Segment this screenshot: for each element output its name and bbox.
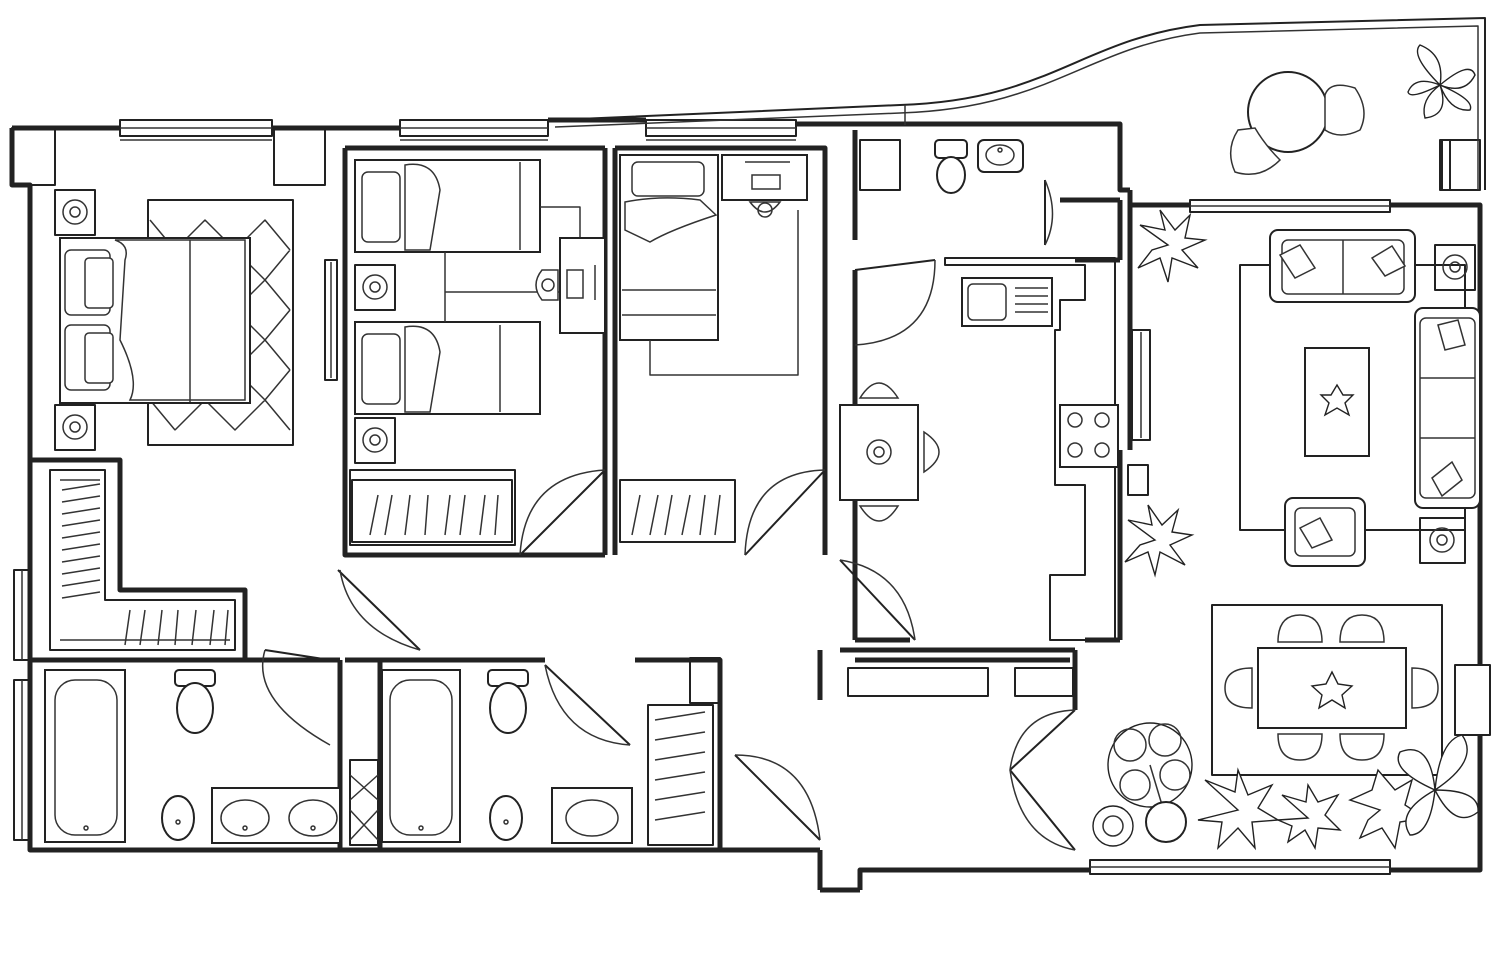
sink-icon xyxy=(977,139,1024,173)
bidet-icon xyxy=(489,795,523,841)
door-swing-icon xyxy=(337,569,421,651)
plant-icon xyxy=(1197,767,1281,851)
walk-in-closet xyxy=(49,469,236,651)
wc xyxy=(859,139,1024,194)
bidet-icon xyxy=(161,795,195,841)
bed-icon xyxy=(59,237,251,404)
dining-area xyxy=(1211,604,1443,776)
wardrobe-icon xyxy=(49,469,236,651)
chair-icon xyxy=(1339,733,1385,761)
bathtub-icon xyxy=(381,669,461,843)
window-icon xyxy=(13,679,31,841)
door-swing-icon xyxy=(734,754,821,841)
desk-icon xyxy=(559,237,606,334)
hall-closet xyxy=(647,657,721,846)
chair-icon xyxy=(858,505,900,522)
door-swing-icon xyxy=(519,469,606,556)
chair-icon xyxy=(1277,733,1323,761)
dining-table-icon xyxy=(1257,647,1407,729)
chair-icon xyxy=(1339,614,1385,643)
plant-icon xyxy=(1137,209,1208,283)
door-swing-icon xyxy=(544,664,631,746)
window-icon xyxy=(1189,199,1391,213)
living-room xyxy=(1124,209,1481,578)
chair-icon xyxy=(923,430,940,474)
linen-closet xyxy=(349,759,379,846)
chair-icon xyxy=(1229,127,1282,175)
door-swing-icon xyxy=(854,259,936,346)
sink-icon xyxy=(961,277,1053,327)
entry xyxy=(847,667,1074,697)
plant-icon xyxy=(1277,782,1342,851)
radiator-icon xyxy=(324,259,338,381)
sink-icon xyxy=(211,787,341,844)
door-swing-icon xyxy=(839,559,916,641)
wardrobe-icon xyxy=(619,479,736,543)
toilet-icon xyxy=(934,139,968,194)
door-swing-icon xyxy=(744,469,826,556)
chair-icon xyxy=(748,201,782,218)
bed-icon xyxy=(354,159,541,253)
nightstand-lamp-icon xyxy=(354,264,396,311)
sink-icon xyxy=(551,787,633,844)
kitchen xyxy=(839,257,1151,641)
window-icon xyxy=(399,119,549,141)
plant-icon xyxy=(1124,504,1195,578)
stove-icon xyxy=(1059,404,1119,468)
sofa-icon xyxy=(1269,229,1416,303)
armchair-icon xyxy=(1284,497,1366,567)
bathtub-icon xyxy=(44,669,126,843)
plants xyxy=(1092,722,1479,851)
chair-icon xyxy=(1224,667,1253,709)
bathroom-2 xyxy=(381,669,633,844)
balcony-railing xyxy=(554,17,1486,190)
twin-bedroom xyxy=(351,159,606,543)
plant-icon xyxy=(1397,734,1479,836)
door-swing-icon xyxy=(261,649,331,746)
toilet-icon xyxy=(487,669,529,734)
nightstand-lamp-icon xyxy=(54,404,96,451)
wardrobe-icon xyxy=(647,704,714,846)
chair-icon xyxy=(535,269,559,301)
plant-icon xyxy=(1407,44,1476,119)
wardrobe-icon xyxy=(351,479,513,543)
dining-table-icon xyxy=(839,404,919,501)
window-icon xyxy=(1089,859,1391,875)
chair-icon xyxy=(1324,84,1365,136)
nightstand-lamp-icon xyxy=(1419,517,1466,564)
coffee-table-icon xyxy=(1304,347,1370,457)
plant-icon xyxy=(1107,722,1193,843)
desk-icon xyxy=(721,154,808,201)
doors xyxy=(261,179,1076,851)
bed-icon xyxy=(619,154,719,341)
nightstand-lamp-icon xyxy=(1434,244,1476,291)
plant-icon xyxy=(1092,805,1134,847)
door-swing-icon xyxy=(1009,769,1076,851)
radiator-icon xyxy=(1131,329,1151,441)
door-swing-icon xyxy=(1044,179,1054,246)
bathroom-1 xyxy=(44,669,341,844)
single-bedroom xyxy=(619,154,808,543)
nightstand-lamp-icon xyxy=(54,189,96,236)
toilet-icon xyxy=(174,669,216,734)
windows xyxy=(13,119,1451,875)
nightstand-lamp-icon xyxy=(354,417,396,464)
window-icon xyxy=(13,569,31,661)
sofa-icon xyxy=(1414,307,1481,509)
chair-icon xyxy=(1411,667,1439,709)
master-bedroom xyxy=(54,189,338,451)
chair-icon xyxy=(1277,614,1323,643)
chair-icon xyxy=(858,382,900,399)
balcony xyxy=(1229,44,1476,175)
bed-icon xyxy=(354,321,541,415)
window-icon xyxy=(119,119,273,141)
door-swing-icon xyxy=(1009,709,1076,771)
window-icon xyxy=(1439,139,1451,191)
